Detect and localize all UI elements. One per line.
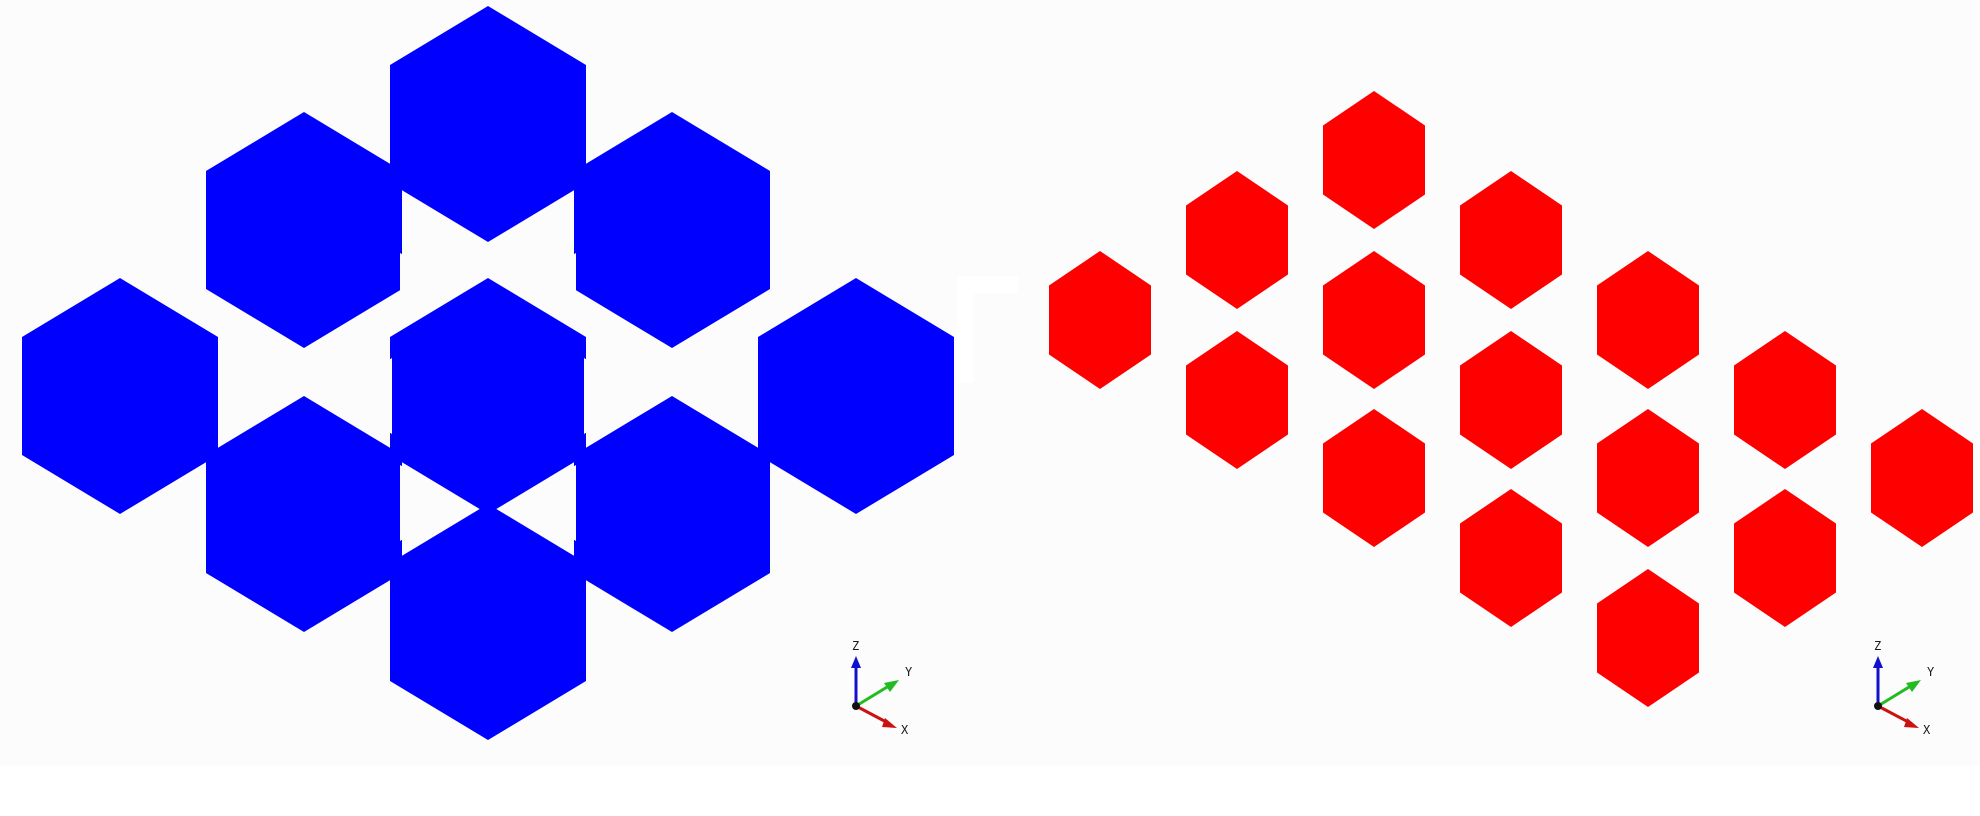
hexagon-cell[interactable] (574, 396, 770, 632)
hexagon-cell[interactable] (1323, 409, 1425, 547)
mesh-gap (400, 465, 466, 541)
hexagon-cell[interactable] (1323, 251, 1425, 389)
hexagon-cell[interactable] (1597, 409, 1699, 547)
z-axis-arrow-icon (851, 656, 861, 668)
hexagon-cell[interactable] (206, 396, 402, 632)
red-hexagon-set[interactable] (1049, 91, 1973, 707)
hexagon-cell[interactable] (390, 6, 586, 242)
mesh-gap (510, 465, 576, 541)
hexagon-cell[interactable] (390, 278, 586, 514)
x-axis-arrow-icon (1904, 718, 1919, 728)
hexagon-cell[interactable] (1734, 489, 1836, 627)
hexagon-cell[interactable] (1871, 409, 1973, 547)
mesh-gap (510, 253, 576, 327)
y-axis-arrow-icon (1906, 680, 1921, 692)
hexagon-cell[interactable] (758, 278, 954, 514)
z-axis-arrow-icon (1873, 656, 1883, 668)
mesh-gap (400, 253, 466, 327)
hexagon-cell[interactable] (1323, 91, 1425, 229)
hexagon-cell[interactable] (1049, 251, 1151, 389)
hexagon-cell[interactable] (390, 504, 586, 740)
y-axis-line (855, 682, 893, 708)
orientation-triad-left[interactable]: Z Y X (851, 639, 913, 737)
triad-origin-icon (852, 702, 860, 710)
mesh-gap (584, 358, 650, 434)
x-axis-label: X (901, 723, 909, 737)
y-axis-label: Y (905, 665, 913, 679)
mesh-gap (218, 358, 284, 434)
hexagon-cell[interactable] (206, 112, 402, 348)
hexagon-cell[interactable] (1186, 171, 1288, 309)
hexagon-cell[interactable] (22, 278, 218, 514)
x-axis-label: X (1923, 723, 1931, 737)
triad-origin-icon (1874, 702, 1882, 710)
hexagon-cell[interactable] (1460, 171, 1562, 309)
mesh-gap (692, 358, 758, 434)
hexagon-cell[interactable] (1597, 251, 1699, 389)
y-axis-arrow-icon (884, 680, 899, 692)
hexagon-cell[interactable] (1597, 569, 1699, 707)
blue-hexagon-mesh[interactable] (22, 6, 954, 740)
x-axis-arrow-icon (882, 718, 897, 728)
z-axis-label: Z (1874, 639, 1881, 653)
y-axis-label: Y (1927, 665, 1935, 679)
z-axis-label: Z (852, 639, 859, 653)
hexagon-cell[interactable] (1186, 331, 1288, 469)
hexagon-cell[interactable] (1460, 331, 1562, 469)
seam-artifact (957, 276, 1018, 383)
hexagon-cell[interactable] (1460, 489, 1562, 627)
y-axis-line (1877, 682, 1915, 708)
hexagon-cell[interactable] (574, 112, 770, 348)
orientation-triad-right[interactable]: Z Y X (1873, 639, 1935, 737)
mesh-gap (326, 358, 392, 434)
hexagon-cell[interactable] (1734, 331, 1836, 469)
